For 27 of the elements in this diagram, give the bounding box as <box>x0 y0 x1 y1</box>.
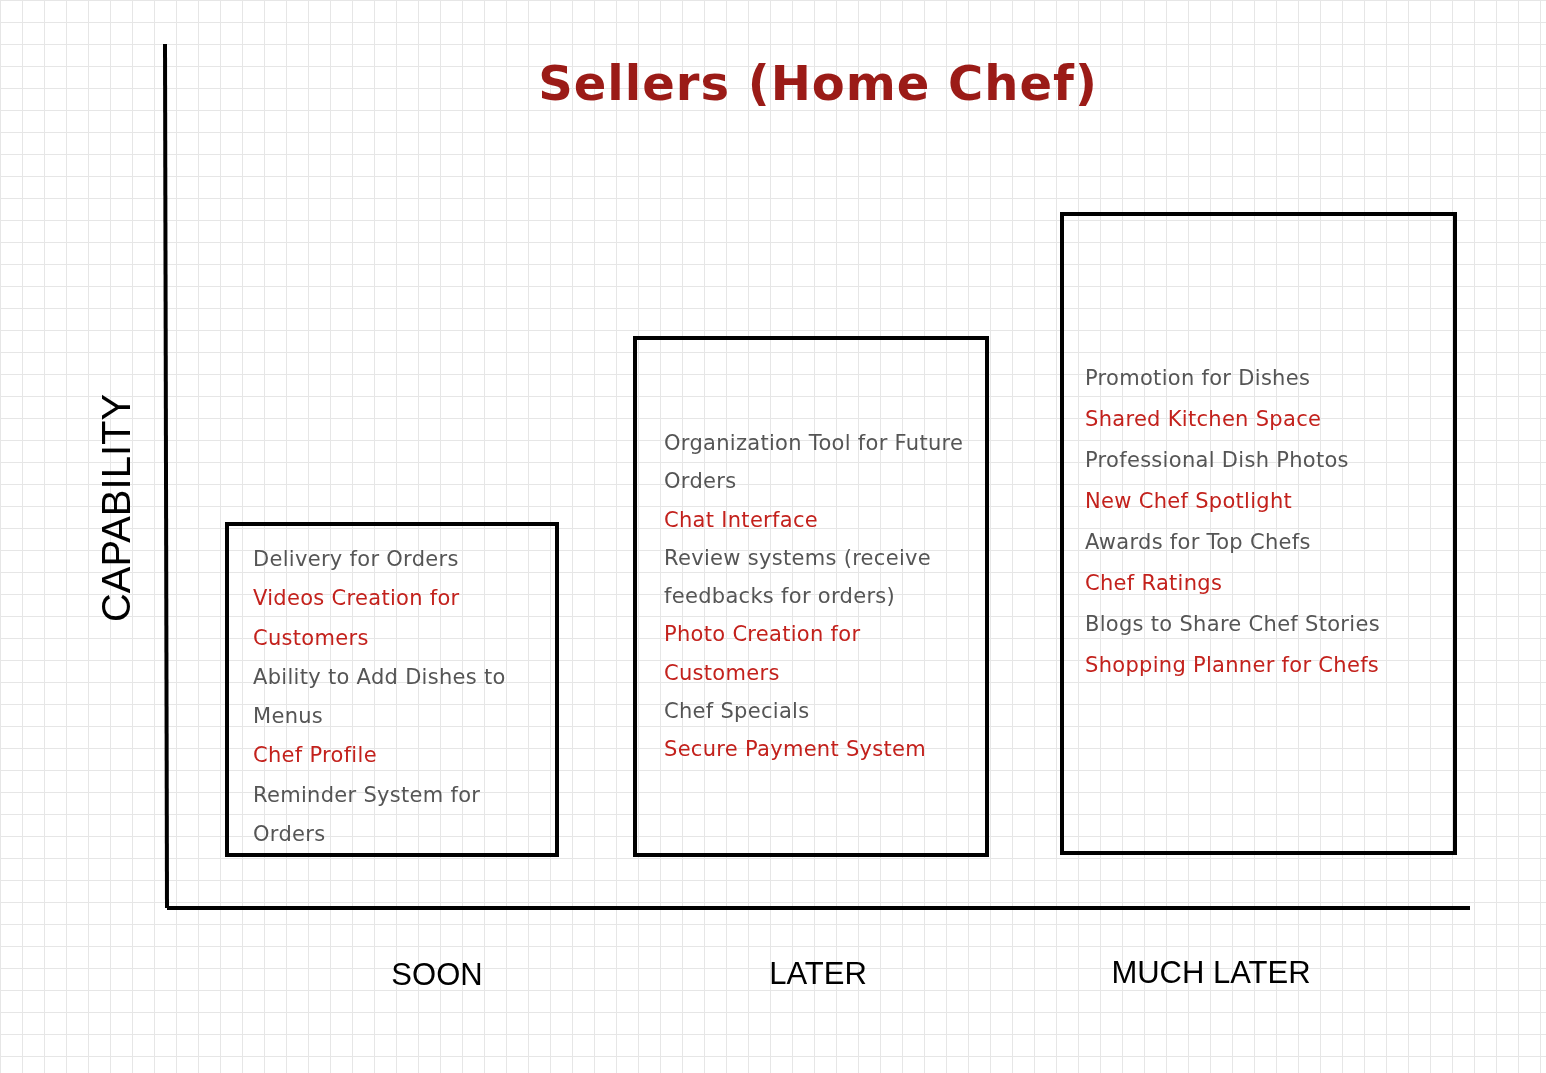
feature-text: Blogs to Share Chef Stories <box>1085 611 1381 638</box>
feature-text: Shopping Planner for Chefs <box>1085 652 1381 679</box>
feature-text: Chat Interface <box>664 506 819 534</box>
axis-label: SOON <box>391 957 483 993</box>
feature-text: Reminder System for Orders <box>253 781 482 849</box>
axis-label: MUCH LATER <box>1111 955 1311 991</box>
feature-box <box>633 336 989 857</box>
feature-text: Promotion for Dishes <box>1085 365 1312 392</box>
axis-label: LATER <box>769 956 867 992</box>
feature-box <box>1060 212 1457 855</box>
feature-text: Videos Creation for Customers <box>253 585 461 652</box>
axis-label: CAPABILITY <box>93 393 139 623</box>
title: Sellers (Home Chef) <box>537 55 1099 111</box>
feature-text: Awards for Top Chefs <box>1085 529 1312 556</box>
feature-text: Delivery for Orders <box>253 546 460 573</box>
feature-text: Professional Dish Photos <box>1085 447 1350 474</box>
feature-text: Shared Kitchen Space <box>1085 406 1323 433</box>
feature-text: Secure Payment System <box>664 736 928 764</box>
feature-text: New Chef Spotlight <box>1085 488 1294 515</box>
feature-text: Ability to Add Dishes to Menus <box>253 663 507 731</box>
feature-text: Chef Profile <box>253 742 378 770</box>
feature-text: Chef Ratings <box>1085 570 1224 597</box>
feature-text: Organization Tool for Future Orders <box>664 430 965 496</box>
feature-box <box>225 522 559 857</box>
feature-text: Review systems (receive feedbacks for orders) <box>664 544 932 611</box>
feature-text: Photo Creation for Customers <box>664 621 862 687</box>
feature-text: Chef Specials <box>664 698 811 726</box>
